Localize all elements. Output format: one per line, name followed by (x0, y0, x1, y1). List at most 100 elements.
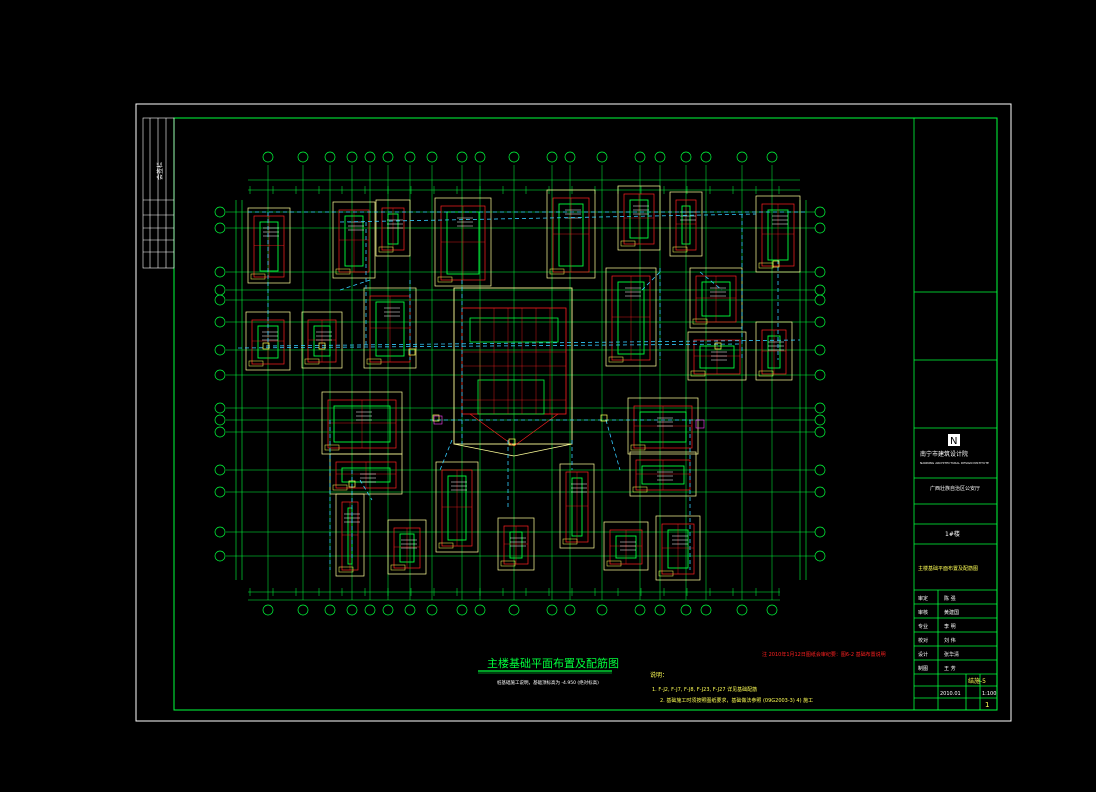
sheet-outer-frame (135, 103, 1012, 722)
footing-pad-outline (363, 287, 417, 369)
title-block-row-label: 审定 (918, 595, 928, 602)
axis-bubble (214, 402, 226, 414)
axis-bubble (474, 151, 486, 163)
footing-tag (658, 570, 674, 577)
footing-pad-outline (755, 195, 801, 273)
footing-tag (335, 268, 351, 275)
axis-bubble (297, 151, 309, 163)
axis-bubble (214, 369, 226, 381)
axis-bubble (700, 151, 712, 163)
axis-bubble (404, 604, 416, 616)
title-block-row-label: 设计 (918, 651, 928, 658)
footing-pad-outline (687, 331, 747, 381)
footing-tag (672, 246, 688, 253)
axis-bubble (214, 344, 226, 356)
column-marker (348, 480, 356, 488)
axis-bubble (700, 604, 712, 616)
tie-beam (339, 213, 757, 223)
axis-bubble (814, 426, 826, 438)
column-marker (318, 342, 326, 350)
column-marker (600, 414, 608, 422)
axis-bubble (214, 284, 226, 296)
footing-pad-outline (629, 451, 697, 497)
footing-pad-outline (617, 185, 661, 251)
core-raft-edge (453, 443, 573, 457)
footing-tag (630, 444, 646, 451)
column-marker (772, 260, 780, 268)
column-marker (432, 414, 440, 422)
axis-bubble (736, 151, 748, 163)
footing-tag (366, 358, 382, 365)
sheet-number: 1 (985, 701, 989, 709)
footing-pad-outline (434, 197, 492, 287)
axis-bubble (214, 206, 226, 218)
footing-tag (250, 273, 266, 280)
footing-tag (324, 444, 340, 451)
axis-bubble (262, 604, 274, 616)
axis-bubble (564, 604, 576, 616)
company-logo-glyph: N (950, 436, 957, 447)
tie-beam (237, 343, 741, 349)
project-name: 广西壮族自治区公安厅 (930, 485, 980, 492)
building-name: 1#楼 (945, 530, 960, 538)
axis-bubble (814, 464, 826, 476)
footing-tag (758, 262, 774, 269)
drawing-number: 结施-5 (968, 677, 986, 685)
column-marker (508, 438, 516, 446)
axis-bubble (214, 414, 226, 426)
axis-bubble (814, 486, 826, 498)
axis-bubble (214, 550, 226, 562)
axis-bubble (634, 604, 646, 616)
axis-bubble (426, 151, 438, 163)
footing-pad-outline (669, 191, 703, 257)
axis-bubble (680, 604, 692, 616)
axis-bubble (214, 464, 226, 476)
axis-bubble (634, 151, 646, 163)
axis-bubble (564, 151, 576, 163)
section-marker (695, 419, 705, 429)
axis-bubble (680, 151, 692, 163)
footing-pad-outline (247, 207, 291, 284)
footing-tag (690, 370, 706, 377)
axis-bubble (508, 604, 520, 616)
title-block-row-label: 审核 (918, 609, 928, 616)
axis-bubble (324, 604, 336, 616)
drawing-border (173, 117, 998, 711)
revision-strip (142, 117, 175, 269)
axis-bubble (324, 151, 336, 163)
footing-tag (632, 486, 648, 493)
drawing-date: 2010.01 (940, 691, 961, 697)
axis-bubble (596, 604, 608, 616)
axis-bubble (297, 604, 309, 616)
axis-bubble (364, 151, 376, 163)
axis-bubble (346, 151, 358, 163)
axis-bubble (814, 414, 826, 426)
axis-bubble (214, 426, 226, 438)
axis-bubble (214, 222, 226, 234)
core-raft-edge (469, 413, 559, 447)
tie-beam (265, 339, 801, 347)
axis-bubble (766, 604, 778, 616)
axis-bubble (654, 151, 666, 163)
footing-tag (692, 318, 708, 325)
company-name-en: NANNING ARCHITECTURAL DESIGN INSTITUTE (920, 461, 989, 465)
title-block-row-label: 校对 (918, 637, 928, 644)
core-wall (469, 317, 559, 343)
axis-bubble (766, 151, 778, 163)
footing-tag (338, 566, 354, 573)
note-2: 2. 基础施工时须按照图纸要求，基础做法参照 (09G2003-3) 4) 施工 (660, 697, 813, 704)
axis-bubble (736, 604, 748, 616)
company-name: 南宁市建筑设计院 (920, 450, 968, 458)
axis-bubble (814, 526, 826, 538)
axis-bubble (814, 266, 826, 278)
section-marker (433, 415, 443, 425)
footing-pad-outline (755, 321, 793, 381)
tie-beam (359, 479, 373, 501)
axis-bubble (814, 369, 826, 381)
footing-pad-outline (375, 199, 411, 257)
note-1: 1. F-J2, F-J7, F-J8, F-J23, F-J27 详见基础配筋 (652, 686, 757, 693)
footing-tag (606, 560, 622, 567)
tie-beam (439, 439, 453, 471)
notes-heading: 说明： (650, 671, 668, 679)
